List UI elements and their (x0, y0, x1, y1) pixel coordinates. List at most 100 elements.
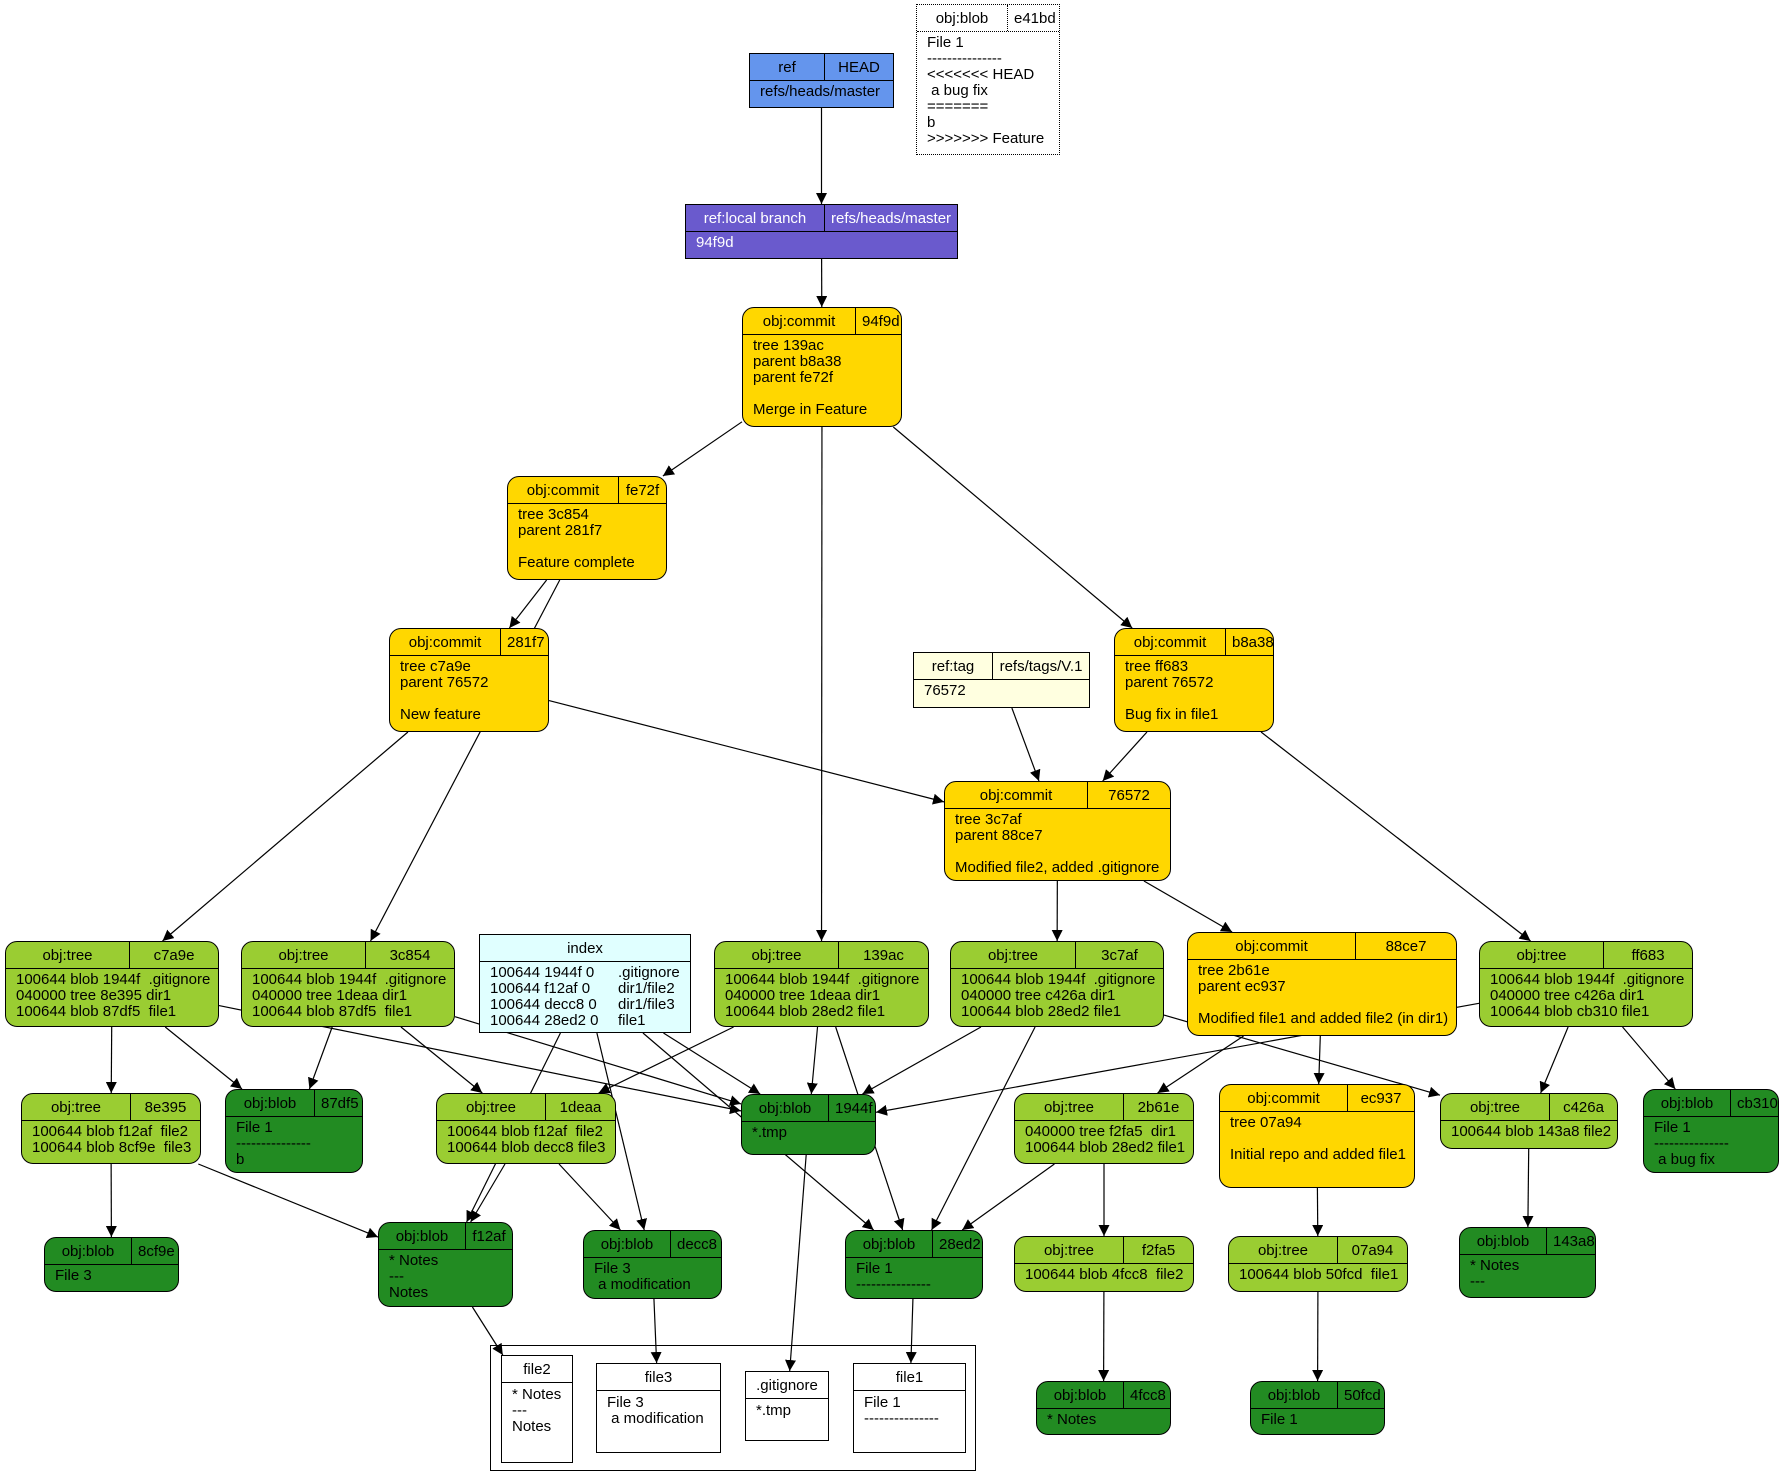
t1deaa-node: obj:tree 1deaa 100644 blob f12af file2 100… (436, 1093, 616, 1164)
working-file-file2: file2* Notes --- Notes (501, 1355, 573, 1463)
node-id-label: e41bd (1014, 9, 1056, 27)
node-type-label: obj:tree (437, 1094, 546, 1120)
node-type-label: obj:commit (1188, 933, 1356, 959)
edge-b1944f-to-wf_gitignore (785, 1154, 807, 1372)
node-id-label: c7a9e (153, 946, 195, 964)
edge-index-to-bdecc8 (596, 1032, 647, 1231)
node-body: * Notes --- (1470, 1257, 1520, 1290)
edge-c76572-to-c88ce7 (1143, 880, 1233, 933)
node-body: 100644 blob 50fcd file1 (1239, 1266, 1399, 1283)
edge-c281f7-to-c76572 (548, 699, 945, 805)
edge-t3c854-to-t1deaa (400, 1026, 483, 1094)
node-body: File 3 (55, 1267, 92, 1284)
node-header: obj:commit 88ce7 (1188, 933, 1456, 960)
node-id-label: 139ac (863, 946, 904, 964)
node-id-label: 88ce7 (1385, 937, 1427, 955)
node-id-label: 1944f (835, 1099, 873, 1117)
node-type-label: obj:tree (22, 1094, 131, 1120)
node-id-label: 3c854 (389, 946, 431, 964)
node-type-label: obj:tree (1480, 942, 1604, 968)
node-header: obj:commit ec937 (1220, 1085, 1414, 1112)
edge-tff683-to-tc426a (1539, 1026, 1569, 1094)
node-type-label: obj:tree (951, 942, 1076, 968)
node-id-label: 143a8 (1553, 1232, 1595, 1250)
node-body: 100644 blob 4fcc8 file2 (1025, 1266, 1184, 1283)
node-body: File 1 --------------- (856, 1260, 931, 1293)
b143a8-node: obj:blob 143a8 * Notes --- (1459, 1227, 1596, 1298)
node-id-label: ec937 (1360, 1089, 1402, 1107)
node-id-label: HEAD (838, 58, 880, 76)
node-body: File 1 --------------- a bug fix (1654, 1119, 1729, 1168)
node-body: tree 07a94 Initial repo and added file1 (1230, 1114, 1406, 1163)
edge-c94f9d-to-cfe72f (662, 421, 743, 477)
node-body: tree 139ac parent b8a38 parent fe72f Mer… (753, 337, 868, 418)
edge-c281f7-to-tc7a9e (162, 731, 409, 942)
index-entry-path: .gitignore (618, 964, 680, 981)
node-id-label: 28ed2 (939, 1235, 981, 1253)
edge-t8e395-to-bf12af (198, 1163, 379, 1239)
edge-t2b61e-to-b28ed2 (961, 1163, 1055, 1231)
node-type-label: obj:commit (743, 308, 856, 334)
index-entry-stat: 100644 28ed2 0 (490, 1012, 599, 1029)
edge-cfe72f-to-c281f7 (508, 579, 548, 629)
edge-index-to-b1944f (663, 1032, 761, 1095)
node-body: tree 2b61e parent ec937 Modified file1 a… (1198, 962, 1449, 1027)
node-type-label: obj:commit (1220, 1085, 1348, 1111)
working-directory (490, 1345, 976, 1471)
edge-t139ac-to-b1944f (806, 1026, 819, 1095)
node-id-label: 94f9d (862, 312, 900, 330)
edge-tag-to-c76572 (1011, 707, 1041, 782)
edge-t3c7af-to-b28ed2 (931, 1026, 1036, 1231)
node-id-label: 1deaa (559, 1098, 602, 1116)
node-id-label: 50fcd (1344, 1386, 1381, 1404)
node-id-label: 87df5 (321, 1094, 359, 1112)
edge-t139ac-to-t1deaa (598, 1026, 734, 1094)
node-body: 100644 blob f12af file2 100644 blob decc… (447, 1123, 606, 1156)
cec937-node: obj:commit ec937 tree 07a94 Initial repo a… (1219, 1084, 1415, 1188)
node-body: File 1 (1261, 1411, 1298, 1428)
node-type-label: obj:blob (1037, 1382, 1124, 1408)
edge-cb8a38-to-tff683 (1260, 731, 1531, 942)
edge-t3c854-to-b87df5 (308, 1026, 333, 1090)
node-type-label: obj:commit (508, 477, 619, 503)
node-body: 100644 blob 143a8 file2 (1451, 1123, 1612, 1140)
edge-bdecc8-to-wf_file3 (650, 1298, 662, 1364)
node-type-label: obj:commit (390, 629, 501, 655)
node-id-label: cb310 (1737, 1094, 1778, 1112)
working-file-content: * Notes --- Notes (512, 1386, 562, 1435)
node-body: refs/heads/master (760, 83, 881, 100)
node-type-label: obj:blob (1460, 1228, 1547, 1254)
node-type-label: obj:commit (1115, 629, 1226, 655)
index-title: index (480, 935, 690, 962)
node-id-label: 2b61e (1137, 1098, 1180, 1116)
node-type-label: obj:tree (1441, 1094, 1550, 1120)
node-id-label: decc8 (677, 1235, 718, 1253)
